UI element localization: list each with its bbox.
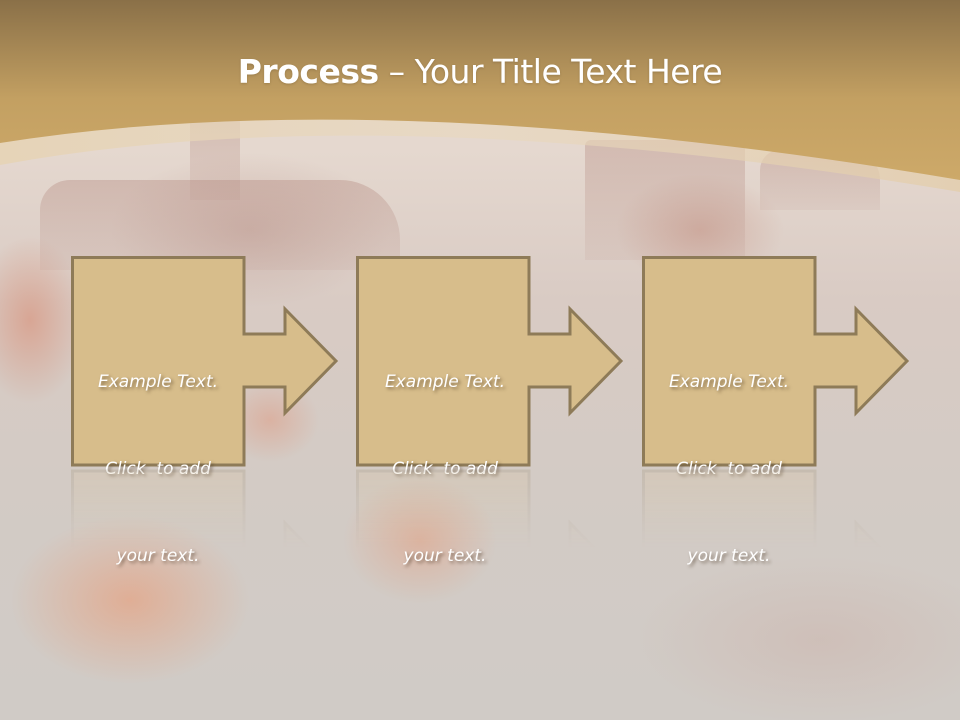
process-step-2-reflection (356, 469, 624, 680)
arrow-right-icon (642, 256, 910, 467)
arrow-right-icon (356, 256, 624, 467)
butte-right (585, 140, 745, 260)
title-bold: Process (237, 52, 379, 91)
step-text-line-1: Example Text. (97, 372, 219, 392)
butte-left (40, 180, 400, 270)
process-step-2[interactable]: Example Text. Click to add your text. (356, 256, 626, 566)
process-step-3-reflection (642, 469, 910, 680)
process-step-1[interactable]: Example Text. Click to add your text. (71, 256, 341, 566)
title-regular: Your Title Text Here (414, 52, 723, 91)
arrow-right-icon (71, 256, 339, 467)
title-separator: – (378, 52, 415, 91)
header-band (0, 0, 960, 192)
step-text-line-1: Example Text. (668, 372, 790, 392)
step-text-line-1: Example Text. (384, 372, 506, 392)
process-step-3[interactable]: Example Text. Click to add your text. (642, 256, 912, 566)
process-step-1-reflection (71, 469, 339, 680)
slide-title[interactable]: Process – Your Title Text Here (0, 52, 960, 91)
